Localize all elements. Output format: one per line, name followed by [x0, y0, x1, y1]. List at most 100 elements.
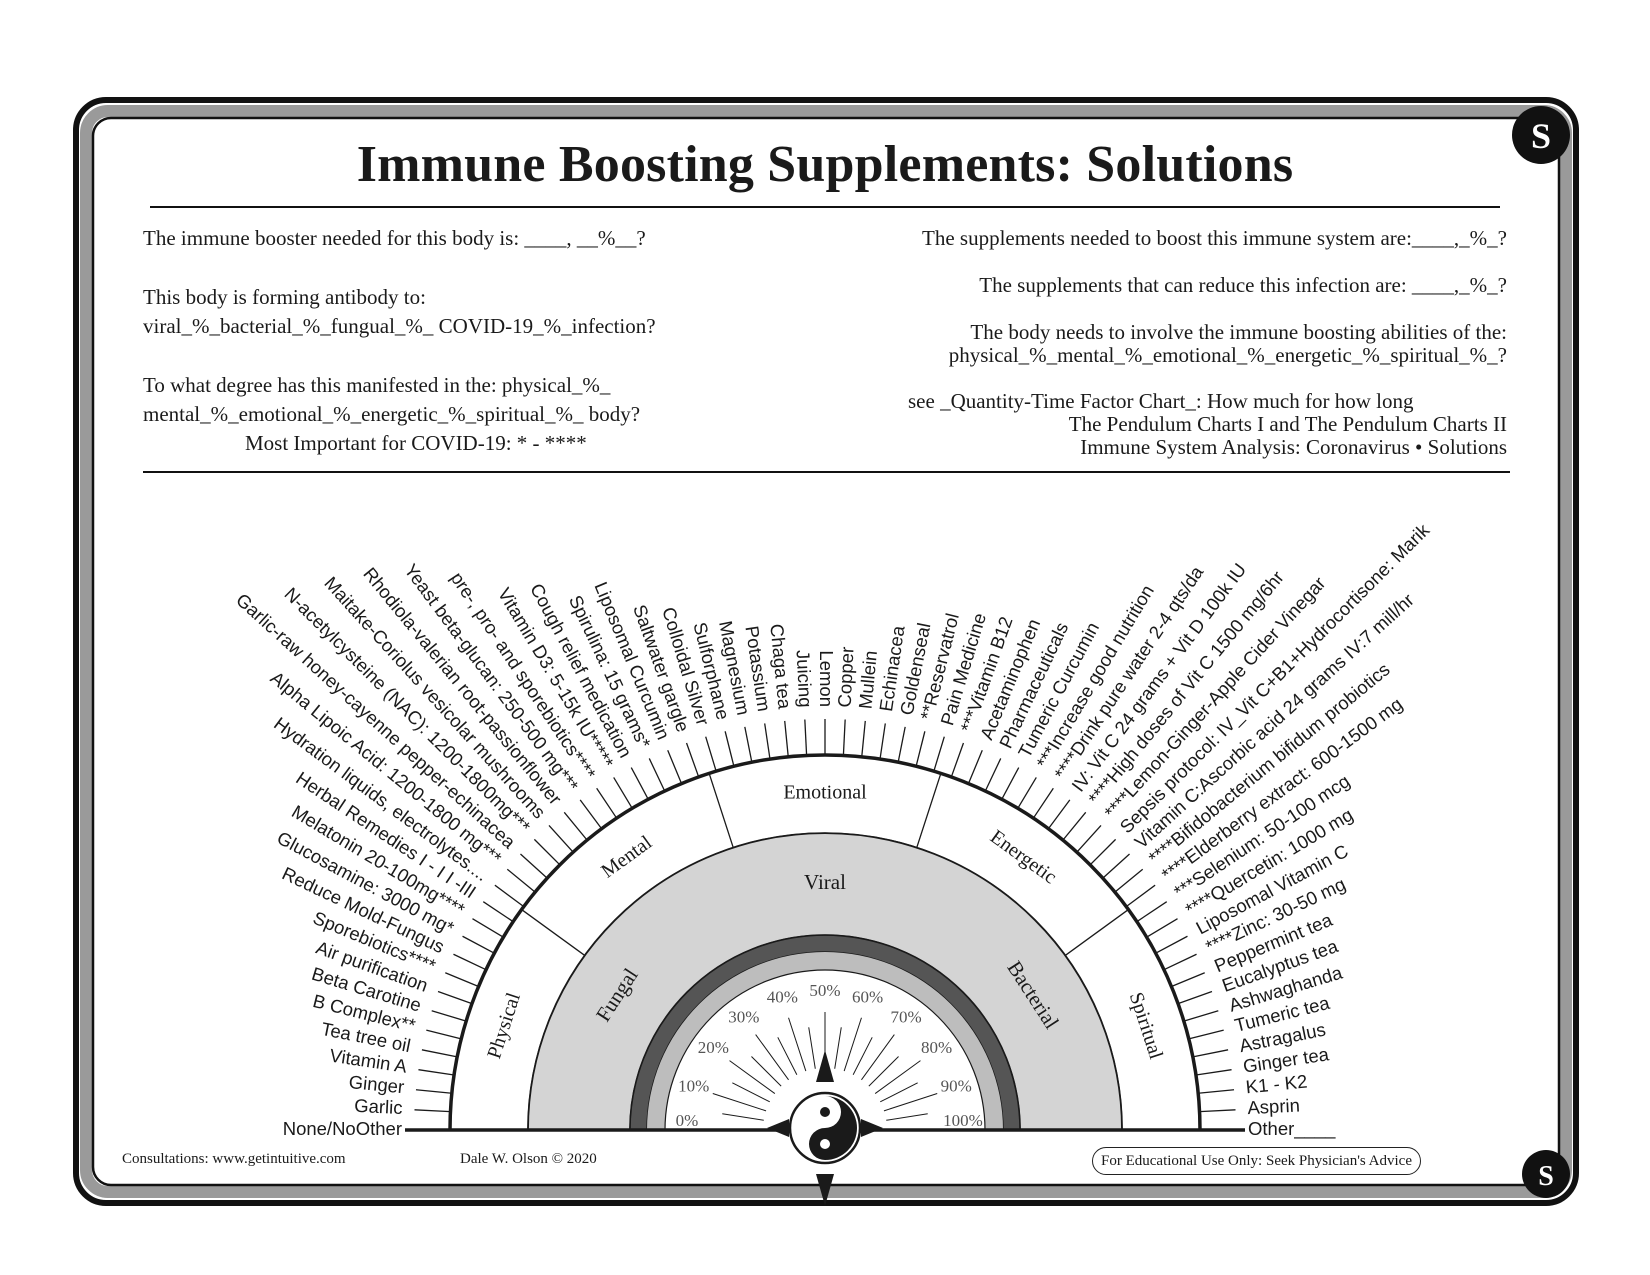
gauge-tick — [883, 1093, 938, 1112]
percent-label: 0% — [676, 1111, 699, 1130]
fan-tick — [563, 811, 588, 841]
percent-label: 70% — [891, 1007, 922, 1026]
fan-tick — [453, 953, 487, 971]
fan-tick — [1199, 1109, 1236, 1113]
fan-tick — [1192, 1049, 1229, 1058]
fan-tick — [667, 750, 683, 784]
body-ring-label: Spiritual — [1125, 990, 1167, 1063]
fan-tick-marks — [414, 719, 1236, 1131]
corner-badge-bottom — [1522, 1150, 1570, 1198]
gauge-tick — [732, 1082, 770, 1103]
gauge-tick — [755, 1034, 789, 1081]
fan-tick — [415, 1089, 452, 1094]
fan-tick — [418, 1069, 455, 1076]
body-ring-divider — [708, 773, 734, 848]
percent-label: 40% — [767, 988, 798, 1007]
gauge-tick — [712, 1093, 767, 1112]
fan-tick — [1195, 1069, 1232, 1076]
percent-label: 30% — [728, 1007, 759, 1026]
body-ring-divider — [521, 909, 586, 956]
arrow-right-icon — [861, 1119, 883, 1137]
gauge-tick — [777, 1037, 798, 1075]
fan-tick — [596, 787, 618, 819]
fan-tick — [421, 1049, 458, 1058]
gauge-tick — [868, 1056, 899, 1087]
right-question-2: The supplements that can reduce this inf… — [979, 273, 1507, 297]
fan-tick — [482, 901, 514, 923]
fan-tick — [1155, 935, 1188, 954]
corner-badge-bottom-label: S — [1538, 1161, 1554, 1192]
fan-tick — [1102, 853, 1130, 879]
fan-inner-arc — [448, 753, 1202, 1131]
right-question-3-line-2: physical_%_mental_%_emotional_%_energeti… — [948, 343, 1507, 367]
gauge-tick — [843, 1017, 862, 1072]
fan-tick — [1114, 868, 1144, 893]
fan-tick — [1076, 825, 1102, 853]
fan-tick — [724, 731, 735, 767]
fan-tick — [915, 731, 926, 767]
fan-tick — [630, 767, 649, 800]
percent-gauge: 0%10%20%30%40%50%60%70%80%90%100% — [676, 981, 983, 1206]
footer-author: Dale W. Olson © 2020 — [460, 1151, 597, 1167]
disclaimer-badge: For Educational Use Only: Seek Physician… — [1092, 1147, 1421, 1175]
infection-ring-label: Viral — [804, 870, 846, 894]
footer-consultations: Consultations: www.getintuitive.com — [122, 1151, 346, 1167]
fan-tick — [1062, 811, 1087, 841]
fan-tick — [520, 853, 548, 879]
fan-tick — [842, 719, 846, 756]
fan-tick — [1188, 1029, 1224, 1040]
fan-tick — [1032, 787, 1054, 819]
fan-tick — [494, 884, 525, 908]
percent-label: 10% — [678, 1076, 709, 1095]
percent-label: 20% — [698, 1038, 729, 1057]
left-question-1: The immune booster needed for this body … — [143, 226, 646, 250]
fan-tick — [705, 736, 717, 772]
fan-tick — [648, 758, 666, 792]
left-question-2-line-2: viral_%_bacterial_%_fungual_%_ COVID-19_… — [143, 314, 656, 338]
arrow-up-icon — [816, 1050, 834, 1082]
fan-tick — [1125, 884, 1156, 908]
left-question-2-line-1: This body is forming antibody to: — [143, 285, 426, 309]
fan-tick — [414, 1109, 451, 1113]
gauge-tick — [808, 1027, 816, 1069]
left-question-3-line-3: Most Important for COVID-19: * - **** — [245, 431, 587, 455]
right-question-1: The supplements needed to boost this imm… — [922, 226, 1507, 250]
fan-label: Asprin — [1247, 1095, 1300, 1119]
fan-tick — [950, 742, 965, 778]
gauge-tick — [834, 1027, 842, 1069]
percent-label: 80% — [921, 1038, 952, 1057]
percent-label: 90% — [941, 1076, 972, 1095]
fan-tick — [533, 838, 561, 866]
fan-label: Juicing — [793, 649, 817, 708]
percent-label: 50% — [809, 981, 840, 1000]
right-reference-2: The Pendulum Charts I and The Pendulum C… — [1068, 412, 1507, 436]
body-ring-label: Emotional — [783, 782, 867, 804]
fan-tick — [548, 825, 574, 853]
fan-tick — [1177, 990, 1213, 1005]
corner-badge-top — [1512, 106, 1570, 164]
fan-tick — [1001, 767, 1020, 800]
body-ring-label: Physical — [483, 990, 525, 1062]
fan-tick — [897, 726, 906, 763]
fan-tick — [613, 777, 633, 809]
fan-tick — [1171, 972, 1205, 988]
corner-badge-top-label: S — [1531, 116, 1551, 156]
fan-label: None/NoOther — [283, 1118, 402, 1139]
fan-tick — [426, 1029, 462, 1040]
right-reference-1: see _Quantity-Time Factor Chart_: How mu… — [908, 389, 1414, 413]
fan-tick — [1017, 777, 1037, 809]
fan-tick — [933, 736, 945, 772]
fan-tick — [879, 723, 886, 760]
fan-tick — [861, 720, 866, 757]
fan-tick — [437, 990, 473, 1005]
fan-label: Garlic — [354, 1095, 403, 1118]
fan-tick — [472, 918, 504, 938]
fan-label: Copper — [834, 646, 858, 708]
gauge-tick — [880, 1082, 918, 1103]
fan-tick — [506, 868, 536, 893]
fan-tick — [984, 758, 1002, 792]
fan-tick — [784, 720, 789, 757]
